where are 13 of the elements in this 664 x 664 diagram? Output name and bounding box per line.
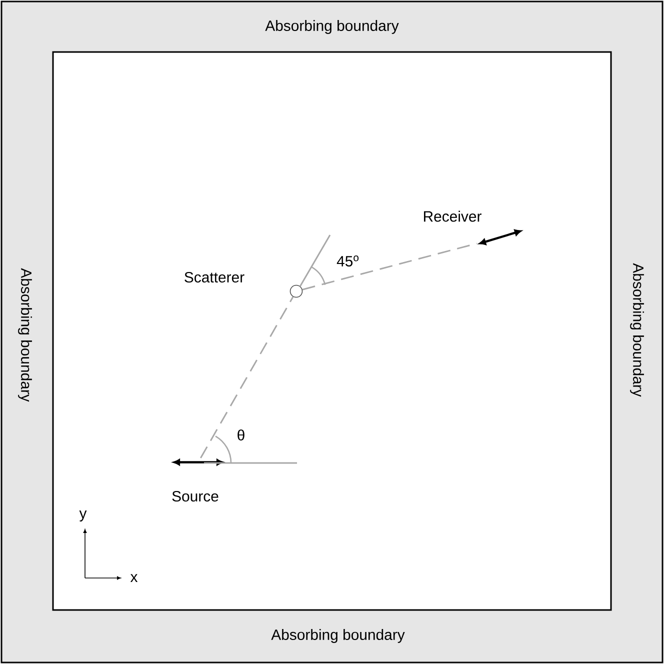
node-label: Source (172, 490, 218, 502)
node-label: Receiver (424, 210, 482, 222)
node-label: Scatterer (184, 272, 244, 283)
band-label: Absorbing boundary (630, 263, 644, 397)
dashed-line (302, 242, 478, 290)
angle-label: θ (238, 430, 244, 440)
angle-label: 45$^{o}$ (336, 256, 359, 266)
band-label: Absorbing boundary (265, 20, 399, 34)
dashed-line (200, 296, 294, 458)
band-label: Absorbing boundary (18, 268, 32, 402)
axis-label: y (79, 510, 87, 522)
axis-label: x (130, 574, 138, 582)
band-label: Absorbing boundary (271, 629, 405, 643)
